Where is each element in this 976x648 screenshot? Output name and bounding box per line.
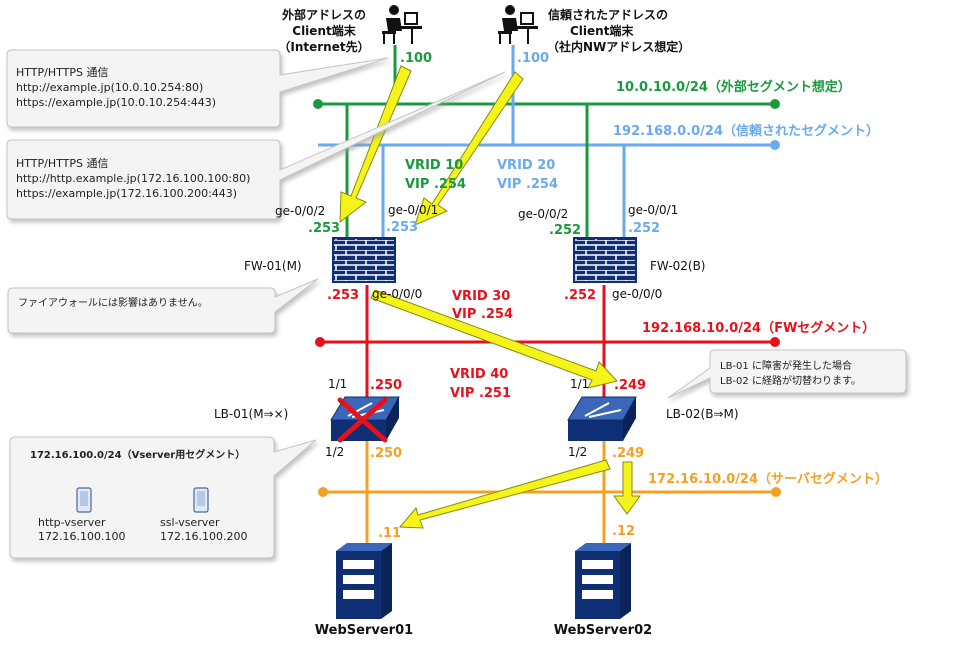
- lb02-name: LB-02(B⇒M): [666, 407, 739, 421]
- fw01-ip-trusted: .253: [386, 220, 418, 235]
- fw02-name: FW-02(B): [650, 259, 705, 273]
- external-segment-endpoint-right: [770, 99, 780, 109]
- vrid20-label: VRID 20: [497, 158, 555, 173]
- arrow-lb02-to-web01: [398, 459, 611, 529]
- web01-server-icon: [336, 543, 392, 619]
- http-vserver-ip: 172.16.100.100: [38, 530, 125, 543]
- arrow-ext-to-fw01: [339, 65, 412, 224]
- lb01-ip-up: .250: [370, 378, 402, 393]
- external-client-line2: Client端末: [292, 23, 356, 38]
- lb01-ip-down: .250: [370, 446, 402, 461]
- trusted-client-icon: [498, 5, 538, 44]
- callout-lb-note-line2: LB-02 に経路が切替わります。: [720, 374, 861, 387]
- fw02-port-inner: ge-0/0/0: [612, 287, 662, 301]
- trusted-client-line1: 信頼されたアドレスの: [548, 7, 668, 22]
- callout-vserver: 172.16.100.0/24（Vserver用セグメント） http-vser…: [9, 436, 317, 559]
- callout-lb-note-line1: LB-01 に障害が発生した場合: [720, 359, 852, 372]
- server-segment-label: 172.16.10.0/24（サーバセグメント）: [648, 471, 888, 487]
- trusted-segment-label: 192.168.0.0/24（信頼されたセグメント）: [613, 123, 879, 139]
- lb01-port-down: 1/2: [325, 445, 344, 459]
- server-segment-endpoint-right: [771, 487, 781, 497]
- callout-external-title: HTTP/HTTPS 通信: [16, 66, 109, 79]
- lb02-port-up: 1/1: [570, 377, 589, 391]
- ssl-vserver-name: ssl-vserver: [160, 516, 220, 529]
- ssl-vserver-ip: 172.16.100.200: [160, 530, 247, 543]
- vrid20-vip-label: VIP .254: [497, 177, 558, 192]
- callout-external-http: HTTP/HTTPS 通信 http://example.jp(10.0.10.…: [6, 49, 389, 128]
- segment-lines: [313, 99, 781, 497]
- web01-name: WebServer01: [315, 623, 413, 638]
- fw02-ip-inner: .252: [564, 288, 596, 303]
- trusted-client-line2: Client端末: [570, 23, 634, 38]
- arrow-trusted-to-fw01: [414, 71, 524, 226]
- external-client-line1: 外部アドレスの: [282, 7, 366, 22]
- external-segment-endpoint-left: [313, 99, 323, 109]
- fw01-port-trusted: ge-0/0/1: [388, 203, 438, 217]
- lb02-ip-up: .249: [614, 378, 646, 393]
- fw-segment-label: 192.168.10.0/24（FWセグメント）: [642, 320, 875, 336]
- callout-external-line2: https://example.jp(10.0.10.254:443): [16, 96, 216, 109]
- web01-ip: .11: [378, 526, 401, 541]
- callout-external-line1: http://example.jp(10.0.10.254:80): [16, 81, 203, 94]
- fw01-port-ext: ge-0/0/2: [275, 204, 325, 218]
- vrid40-vip-label: VIP .251: [450, 386, 511, 401]
- lb01-port-up: 1/1: [328, 377, 347, 391]
- vrid30-label: VRID 30: [452, 289, 510, 304]
- callout-fw-note: ファイアウォールには影響はありません。: [7, 278, 319, 334]
- http-vserver-icon: [76, 487, 92, 513]
- callout-fw-note-text: ファイアウォールには影響はありません。: [18, 296, 208, 309]
- fw02-port-ext: ge-0/0/2: [518, 207, 568, 221]
- fw02-firewall-icon: [573, 237, 637, 283]
- external-client-line3: （Internet先）: [278, 39, 369, 54]
- fw01-name: FW-01(M): [244, 259, 302, 273]
- lb02-loadbalancer-icon: [567, 396, 637, 441]
- callout-lb-note: LB-01 に障害が発生した場合 LB-02 に経路が切替わります。: [667, 349, 907, 399]
- fw02-ip-ext: .252: [549, 223, 581, 238]
- lb02-ip-down: .249: [612, 446, 644, 461]
- fw01-firewall-icon: [332, 237, 396, 283]
- external-client-icon: [382, 5, 422, 44]
- trusted-client-ip: .100: [517, 51, 549, 66]
- lb01-name: LB-01(M⇒×): [214, 407, 288, 421]
- ssl-vserver-icon: [193, 487, 209, 513]
- vrid30-vip-label: VIP .254: [452, 307, 513, 322]
- fw02-ip-trusted: .252: [628, 221, 660, 236]
- callout-trusted-line1: http://http.example.jp(172.16.100.100:80…: [16, 172, 250, 185]
- vserver-segment-title: 172.16.100.0/24（Vserver用セグメント）: [30, 448, 245, 461]
- callout-trusted-http: HTTP/HTTPS 通信 http://http.example.jp(172…: [6, 71, 506, 220]
- fw-segment-endpoint-left: [315, 337, 325, 347]
- web02-server-icon: [575, 543, 631, 619]
- vrid10-vip-label: VIP .254: [405, 177, 466, 192]
- fw01-ip-ext: .253: [308, 221, 340, 236]
- fw01-ip-inner: .253: [327, 288, 359, 303]
- web02-name: WebServer02: [554, 623, 652, 638]
- lb02-port-down: 1/2: [568, 445, 587, 459]
- arrow-lb02-to-web02: [613, 461, 641, 515]
- fw02-port-trusted: ge-0/0/1: [628, 203, 678, 217]
- external-segment-label: 10.0.10.0/24（外部セグメント想定）: [616, 79, 851, 95]
- arrow-fw01-to-lb02: [370, 289, 618, 389]
- fw-segment-endpoint-right: [770, 337, 780, 347]
- lb01-failure-x-icon: [337, 397, 388, 443]
- vrid40-label: VRID 40: [450, 367, 508, 382]
- trusted-segment-endpoint-right: [770, 140, 780, 150]
- callout-trusted-title: HTTP/HTTPS 通信: [16, 157, 109, 170]
- server-segment-endpoint-left: [318, 487, 328, 497]
- trusted-client-line3: （社内NWアドレス想定）: [547, 39, 690, 54]
- external-client-ip: .100: [400, 51, 432, 66]
- traffic-arrows: [339, 65, 641, 529]
- vrid10-label: VRID 10: [405, 158, 463, 173]
- callout-trusted-line2: https://example.jp(172.16.100.200:443): [16, 187, 237, 200]
- fw01-port-inner: ge-0/0/0: [372, 287, 422, 301]
- http-vserver-name: http-vserver: [38, 516, 106, 529]
- web02-ip: .12: [612, 524, 635, 539]
